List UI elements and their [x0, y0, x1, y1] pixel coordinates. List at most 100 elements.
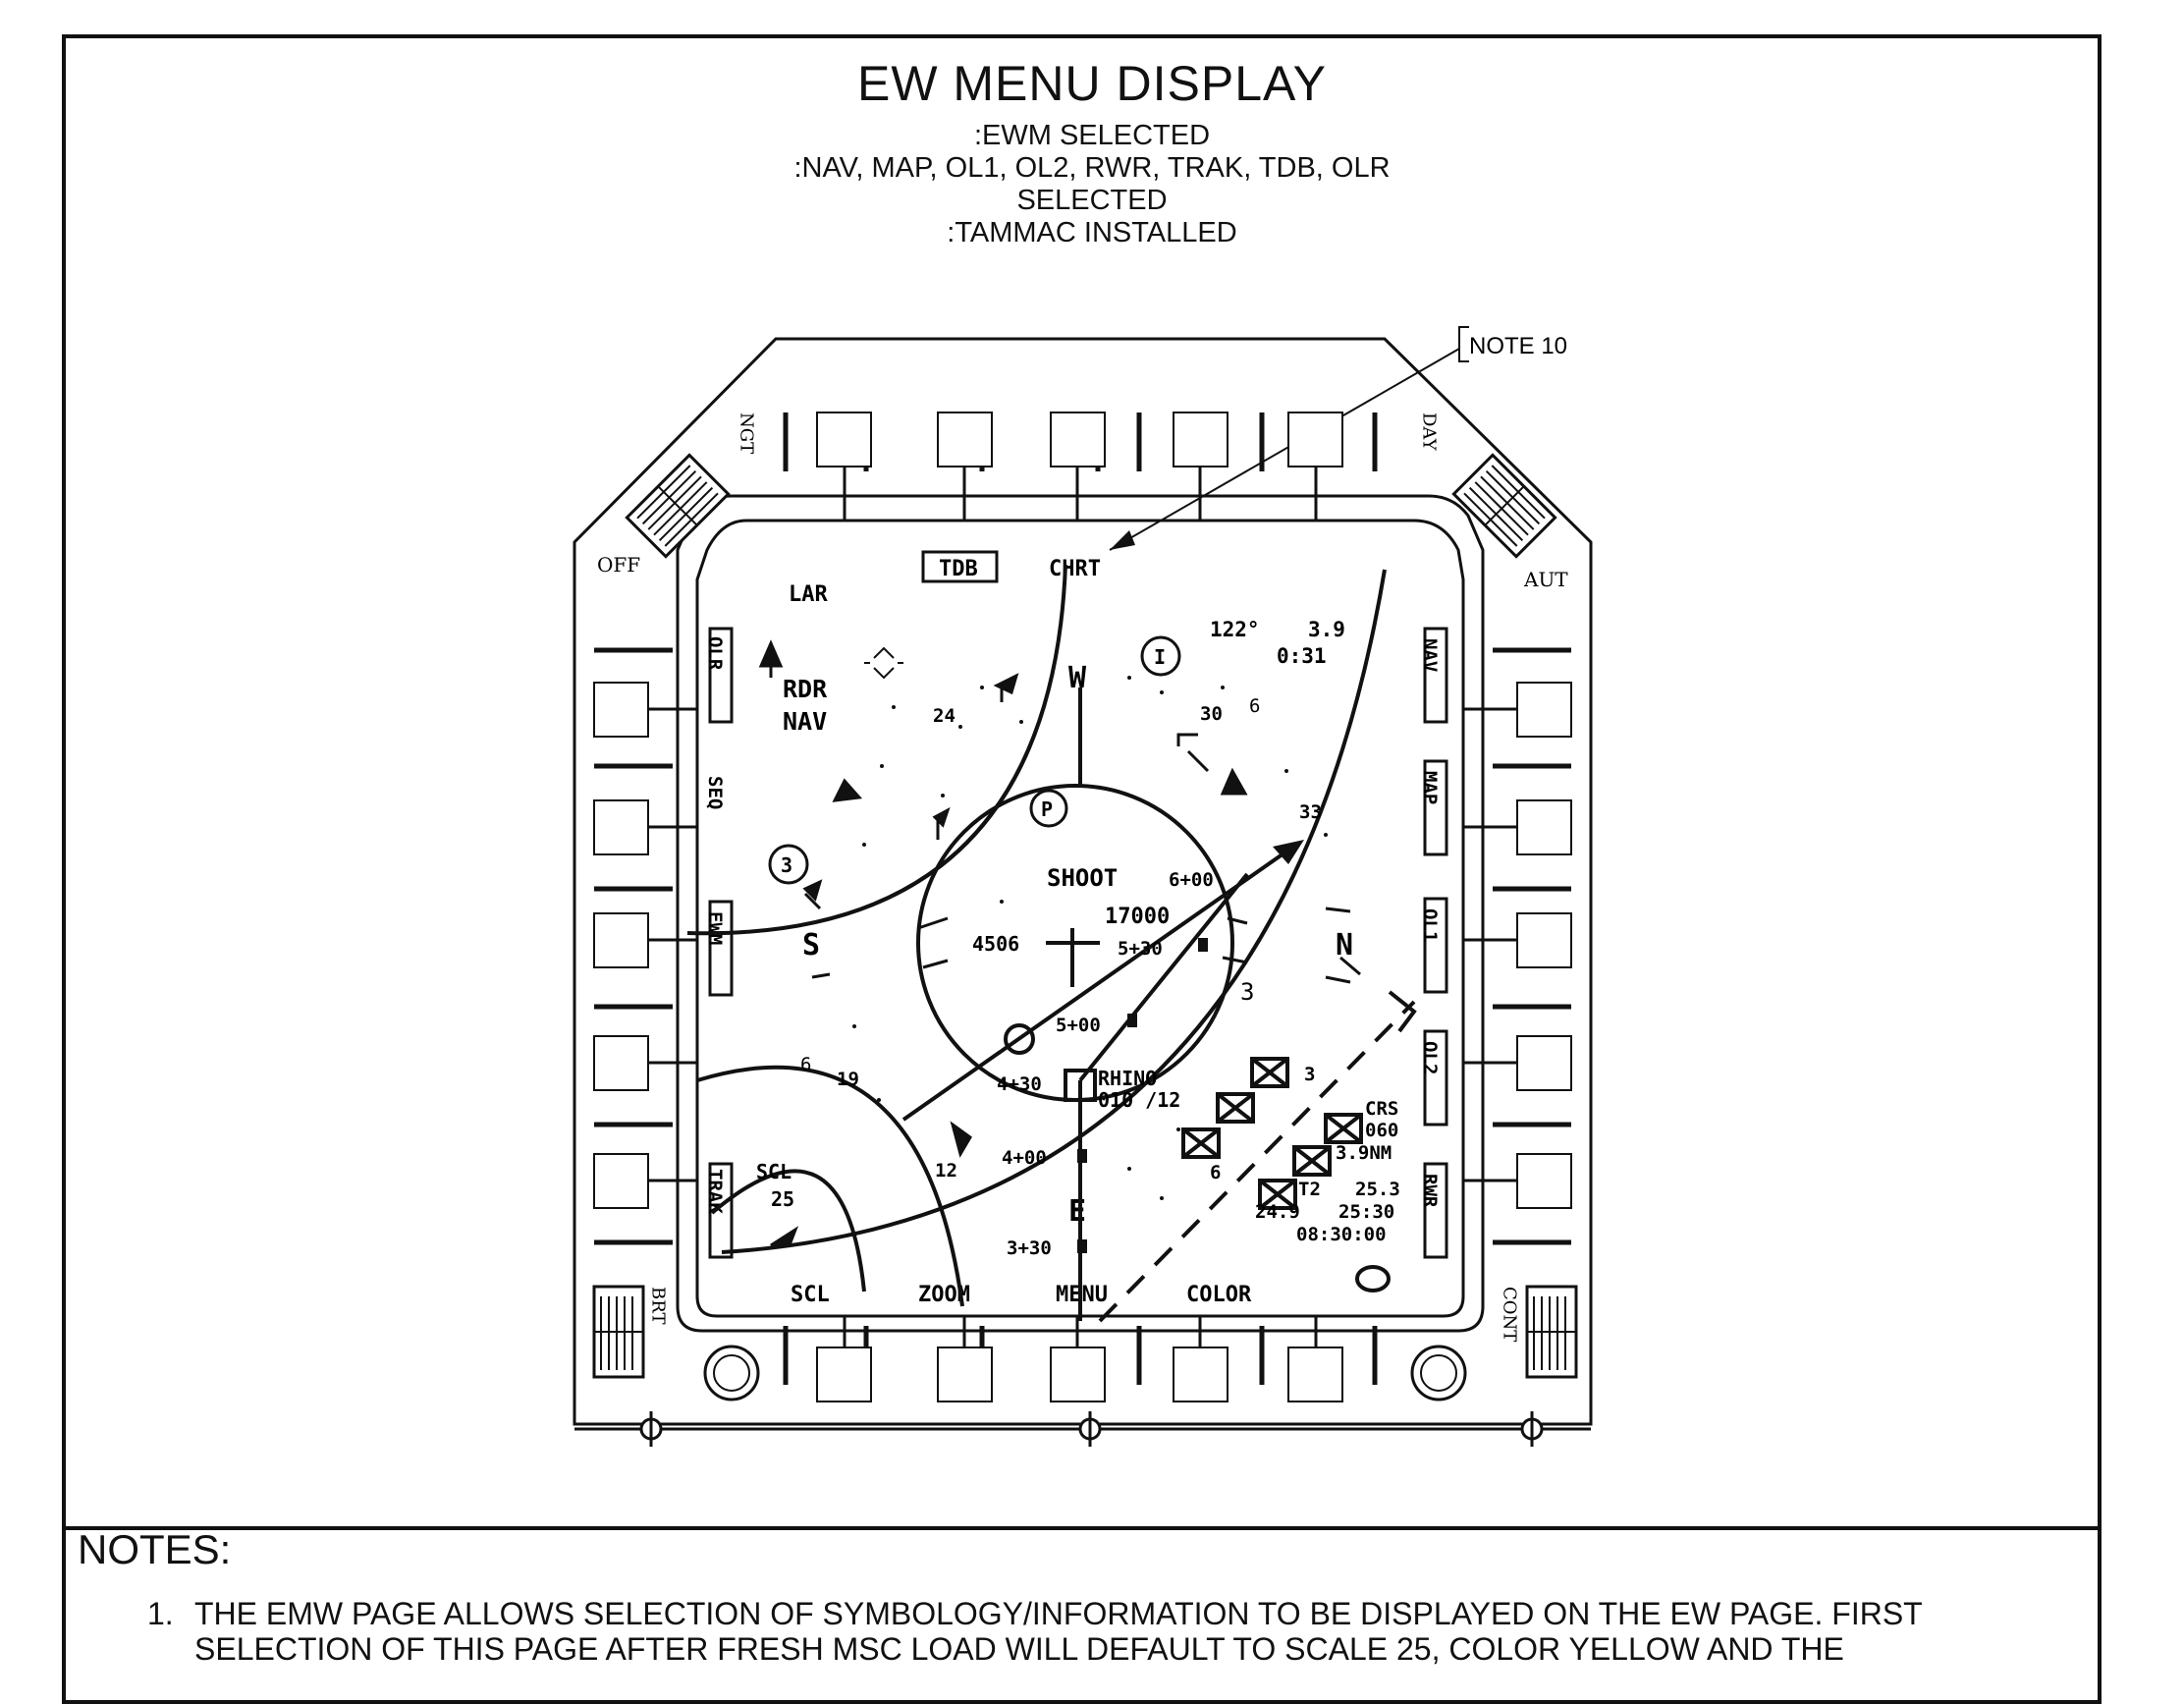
mode-nav: NAV — [783, 707, 827, 736]
heading-box: 4506 — [972, 932, 1019, 956]
bearing-readout: 122° — [1210, 618, 1260, 641]
left-pushbuttons — [594, 647, 673, 1245]
map-box[interactable] — [1423, 759, 1448, 856]
nav-label: NAV — [1419, 638, 1441, 672]
route-line — [901, 843, 1298, 1122]
t2-val2: 24.9 — [1255, 1201, 1300, 1223]
dashed-course — [1098, 1000, 1416, 1323]
compass-n: N — [1336, 928, 1353, 962]
pushbutton-right-5[interactable] — [1516, 1153, 1572, 1209]
ewm-label: EWM — [704, 911, 726, 945]
time-5: 4+00 — [1002, 1147, 1047, 1169]
night-day-knob-right[interactable] — [1451, 453, 1557, 559]
pushbutton-top-5[interactable] — [1287, 412, 1343, 467]
num-24: 24 — [933, 705, 956, 727]
tdb-box[interactable] — [921, 550, 999, 583]
num-19: 19 — [837, 1069, 859, 1090]
notes-divider — [62, 1526, 2102, 1530]
bezel-light-sensor-left — [703, 1345, 760, 1402]
condition-4: :TAMMAC INSTALLED — [947, 217, 1237, 248]
marker-p-label: P — [1041, 797, 1053, 821]
pushbutton-left-2[interactable] — [593, 799, 649, 855]
lar-label: LAR — [789, 582, 828, 607]
num-3a: 3 — [1240, 978, 1254, 1006]
crs-value: 060 — [1365, 1120, 1398, 1141]
compass-w: W — [1068, 661, 1087, 695]
note-10-label: NOTE 10 — [1469, 333, 1567, 359]
trak-box[interactable] — [708, 1162, 734, 1259]
color-option-label[interactable]: COLOR — [1186, 1283, 1252, 1307]
map-label: MAP — [1419, 771, 1441, 804]
brt-label: BRT — [648, 1287, 669, 1324]
pushbutton-bottom-4[interactable] — [1173, 1347, 1228, 1402]
mfd-diagram: NOTE 10 — [573, 326, 1593, 1447]
condition-2: :NAV, MAP, OL1, OL2, RWR, TRAK, TDB, OLR — [793, 152, 1391, 184]
bezel-light-sensor-right — [1410, 1345, 1467, 1402]
num-3b: 3 — [1304, 1064, 1315, 1085]
night-day-knob-left[interactable] — [625, 453, 731, 559]
notes-heading: NOTES: — [78, 1526, 232, 1572]
pushbutton-right-2[interactable] — [1516, 799, 1572, 855]
mount-screw-left — [639, 1411, 663, 1447]
mode-rdr: RDR — [783, 675, 828, 703]
pushbutton-right-1[interactable] — [1516, 682, 1572, 738]
route-arc-2 — [721, 569, 1387, 1254]
pushbutton-right-4[interactable] — [1516, 1035, 1572, 1091]
pushbutton-bottom-5[interactable] — [1287, 1347, 1343, 1402]
pushbutton-bottom-1[interactable] — [816, 1347, 872, 1402]
shoot-cue: SHOOT — [1047, 864, 1118, 892]
ewm-box[interactable] — [708, 900, 734, 997]
ol1-box[interactable] — [1423, 897, 1448, 994]
rwr-box[interactable] — [1423, 1162, 1448, 1259]
olr-box[interactable] — [708, 627, 734, 724]
map-dots — [852, 676, 1328, 1200]
route-arc-1 — [686, 564, 1067, 936]
pushbutton-right-3[interactable] — [1516, 912, 1572, 968]
pushbutton-left-1[interactable] — [593, 682, 649, 738]
rhino-label: RHINO — [1098, 1067, 1157, 1090]
time-4: 4+30 — [997, 1073, 1042, 1095]
aut-label: AUT — [1523, 568, 1568, 591]
t2-val1: 25.3 — [1355, 1179, 1400, 1200]
note-1-text: THE EMW PAGE ALLOWS SELECTION OF SYMBOLO… — [194, 1596, 1923, 1631]
pushbutton-left-5[interactable] — [593, 1153, 649, 1209]
t2-label: T2 — [1298, 1179, 1321, 1200]
time-3: 5+00 — [1056, 1015, 1101, 1036]
note-1: 1. THE EMW PAGE ALLOWS SELECTION OF SYMBO… — [147, 1596, 2013, 1632]
pushbutton-left-4[interactable] — [593, 1035, 649, 1091]
nav-box[interactable] — [1423, 627, 1448, 724]
condition-3: SELECTED — [1016, 185, 1168, 216]
note-1-number: 1. — [147, 1596, 174, 1631]
route-arc-4 — [710, 1169, 866, 1292]
rwr-label: RWR — [1419, 1174, 1441, 1208]
pushbutton-bottom-3[interactable] — [1050, 1347, 1106, 1402]
compass-e: E — [1068, 1194, 1086, 1229]
pushbutton-top-1[interactable] — [816, 412, 872, 467]
seq-label[interactable]: SEQ — [704, 776, 726, 809]
rhino-marker — [1064, 1069, 1097, 1102]
pushbutton-top-3[interactable] — [1050, 412, 1106, 467]
chrt-label[interactable]: CHRT — [1049, 557, 1101, 581]
right-pushbuttons — [1493, 647, 1571, 1245]
num-33: 33 — [1299, 801, 1322, 823]
mfd-bezel — [573, 337, 1593, 1426]
brightness-knob[interactable] — [592, 1285, 645, 1379]
contrast-knob[interactable] — [1525, 1285, 1578, 1379]
ownship-symbol — [1046, 928, 1100, 987]
num-6b: 6 — [800, 1054, 811, 1075]
num-30: 30 — [1200, 703, 1223, 725]
note-callout: NOTE 10 — [1109, 326, 1567, 551]
target-symbol — [1355, 1265, 1391, 1292]
pushbutton-top-2[interactable] — [937, 412, 993, 467]
marker-i-label: I — [1154, 645, 1166, 669]
trak-label: TRAK — [704, 1169, 726, 1214]
time-6: 3+30 — [1007, 1237, 1052, 1259]
pushbutton-bottom-2[interactable] — [937, 1347, 993, 1402]
scale-value: 25 — [771, 1187, 794, 1211]
marker-i — [1140, 635, 1181, 677]
pushbutton-top-4[interactable] — [1173, 412, 1228, 467]
note-1-continuation: SELECTION OF THIS PAGE AFTER FRESH MSC L… — [194, 1631, 1844, 1667]
scl-option-label[interactable]: SCL — [791, 1283, 830, 1307]
ol2-box[interactable] — [1423, 1029, 1448, 1127]
pushbutton-left-3[interactable] — [593, 912, 649, 968]
